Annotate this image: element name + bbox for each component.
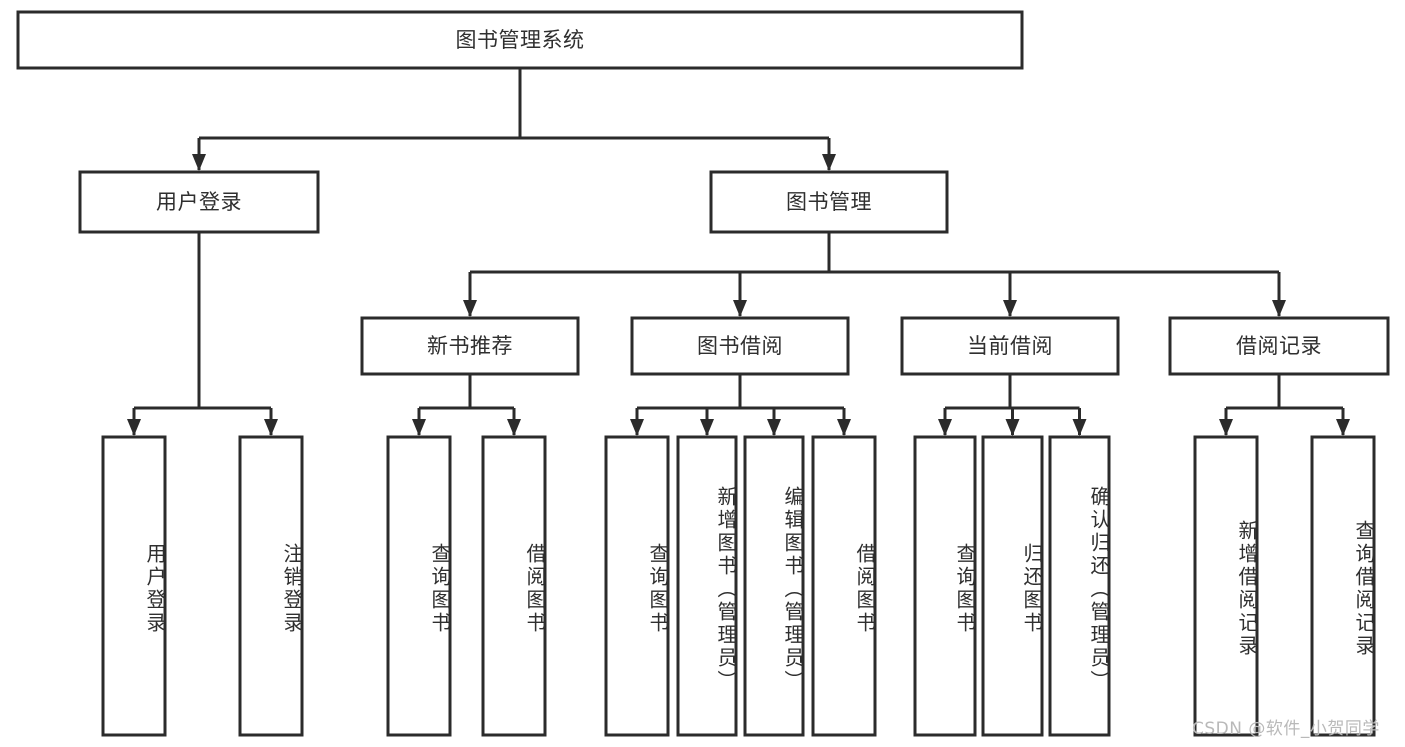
arrow-head-icon: [630, 419, 644, 436]
leaf-node-查询图书-2[interactable]: [386, 435, 452, 737]
leaf-node-查询图书-8[interactable]: [913, 435, 977, 737]
level3-node-新书推荐-0[interactable]: [360, 316, 580, 376]
arrow-head-icon: [507, 419, 521, 436]
leaf-node-新增借阅记录-11[interactable]: [1193, 435, 1259, 737]
arrow-head-icon: [938, 419, 952, 436]
arrow-head-icon: [1336, 419, 1350, 436]
csdn-watermark: CSDN @软件_小贺同学: [1192, 719, 1380, 739]
leaf-node-查询借阅记录-12[interactable]: [1310, 435, 1376, 737]
level3-node-借阅记录-3[interactable]: [1168, 316, 1390, 376]
level2-node-用户登录-0[interactable]: [78, 170, 320, 234]
level2-node-图书管理-1[interactable]: [709, 170, 949, 234]
level3-node-当前借阅-2[interactable]: [900, 316, 1120, 376]
leaf-node-借阅图书-3[interactable]: [481, 435, 547, 737]
arrow-head-icon: [192, 154, 206, 171]
arrow-head-icon: [264, 419, 278, 436]
leaf-node-注销登录-1[interactable]: [238, 435, 304, 737]
root-node-图书管理系统[interactable]: [16, 10, 1024, 70]
leaf-node-归还图书-9[interactable]: [981, 435, 1044, 737]
arrow-head-icon: [767, 419, 781, 436]
arrow-head-icon: [1072, 419, 1087, 436]
leaf-node-确认归还管理员-10[interactable]: [1048, 435, 1111, 737]
leaf-node-用户登录-0[interactable]: [101, 435, 167, 737]
arrow-head-icon: [700, 419, 714, 436]
connector-layer: [127, 68, 1350, 436]
leaf-node-编辑图书管理员-6[interactable]: [743, 435, 805, 737]
node-box-layer: [16, 10, 1390, 737]
leaf-node-借阅图书-7[interactable]: [811, 435, 877, 737]
arrow-head-icon: [837, 419, 851, 436]
arrow-head-icon: [822, 154, 836, 171]
arrow-head-icon: [127, 419, 141, 436]
arrow-head-icon: [1219, 419, 1233, 436]
arrow-head-icon: [1005, 419, 1020, 436]
arrow-head-icon: [1272, 300, 1286, 317]
arrow-head-icon: [412, 419, 426, 436]
level3-node-图书借阅-1[interactable]: [630, 316, 850, 376]
arrow-head-icon: [463, 300, 477, 317]
arrow-head-icon: [1003, 300, 1017, 317]
leaf-node-新增图书管理员-5[interactable]: [676, 435, 738, 737]
arrow-head-icon: [733, 300, 747, 317]
leaf-node-查询图书-4[interactable]: [604, 435, 670, 737]
